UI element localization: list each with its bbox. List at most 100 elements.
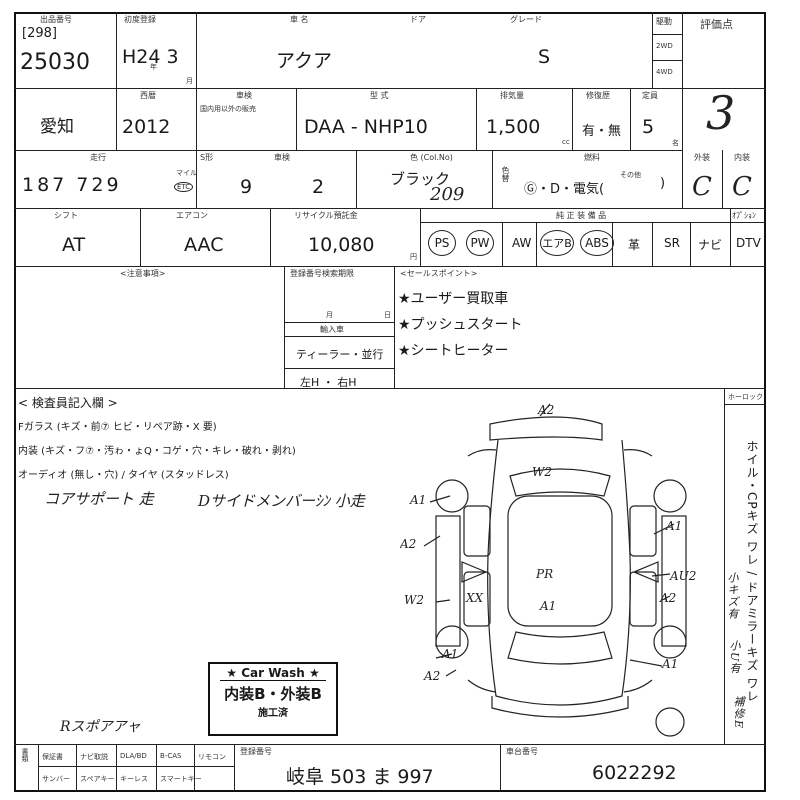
model: アクア	[276, 50, 333, 72]
div	[652, 34, 682, 35]
diagram-leader	[435, 653, 453, 659]
inspection-label: 車検	[236, 91, 252, 100]
int-label: 内装	[734, 153, 750, 162]
inspector-line-1: Fガラス (キズ・前⑦ ヒビ・リペア跡・X 要)	[18, 422, 217, 433]
region: 愛知	[40, 117, 74, 137]
frame-right	[764, 12, 766, 792]
car-wash-body: 内装B・外装B	[224, 685, 322, 703]
diagram-part	[461, 561, 488, 583]
side-note-sub-2: 小U有	[728, 640, 741, 675]
lot-number: 25030	[20, 50, 90, 75]
diagram-part	[632, 561, 659, 583]
diagram-part	[507, 495, 613, 627]
div	[234, 744, 235, 790]
footer-cell: DLA/BD	[120, 752, 147, 760]
mileage: 187 729	[22, 174, 122, 196]
div	[140, 208, 141, 266]
model-label: 車 名	[290, 15, 309, 24]
diagram-part	[491, 696, 629, 718]
ext-label: 外装	[694, 153, 710, 162]
footer-cell: サンバー	[42, 775, 70, 783]
row2-bottom	[14, 150, 682, 151]
diagram-part	[507, 631, 613, 665]
div	[284, 336, 394, 337]
diagram-mark: W2	[532, 465, 552, 479]
diagram-part	[435, 479, 469, 513]
frame-bottom	[14, 790, 766, 792]
first-reg-label: 初度登録	[124, 15, 156, 24]
history-label: 修復歴	[586, 91, 610, 100]
seats-unit: 名	[672, 139, 679, 147]
div	[270, 208, 271, 266]
diagram-part	[653, 479, 687, 513]
equip-pw: PW	[466, 230, 494, 256]
diagram-part	[509, 468, 611, 497]
div	[652, 12, 653, 88]
side-note-main: ホイル・CPキズ ワレ / ドアミラーキズ ワレ	[745, 440, 759, 703]
shift-label: シフト	[54, 211, 78, 220]
diagram-mark: A1	[661, 657, 678, 671]
div	[536, 222, 537, 266]
drive-2wd: 2WD	[656, 42, 673, 50]
chassis-label: 車台番号	[506, 747, 538, 756]
stamp-divider	[220, 680, 326, 681]
shaken-label: 車検	[274, 153, 290, 162]
score: 3	[706, 86, 736, 140]
div	[724, 388, 725, 744]
sales-point-1: ★ユーザー買取車	[398, 291, 509, 307]
recycle: 10,080	[308, 234, 375, 256]
diagram-part	[463, 505, 491, 557]
footer-cell: スペアキー	[80, 775, 115, 783]
equip-sr: SR	[664, 236, 680, 250]
footer-cell: スマートキー	[160, 775, 202, 783]
diagram-part	[435, 515, 461, 647]
equip-airbag: エアB	[540, 230, 574, 256]
import-value: ティーラー・並行	[296, 348, 384, 361]
drive-4wd: 4WD	[656, 68, 673, 76]
div	[76, 744, 77, 790]
row3-bottom	[14, 208, 766, 209]
drive-label: 駆動	[656, 17, 672, 26]
diagram-part	[655, 707, 685, 737]
footer-cell: ナビ取説	[80, 753, 108, 761]
fuel-label: 燃料	[584, 153, 600, 162]
div	[492, 150, 493, 208]
mileage-box: ETC	[174, 182, 194, 192]
diagram-leader	[423, 535, 441, 547]
cc-label: 排気量	[500, 91, 524, 100]
row1-bottom	[14, 88, 766, 89]
div	[722, 150, 723, 208]
notes-bottom	[14, 388, 766, 389]
diagram-leader	[653, 523, 675, 535]
equip-aw: AW	[512, 236, 532, 250]
diagram-leader	[539, 403, 551, 417]
equip-dtv: DTV	[736, 236, 761, 250]
score-label: 評価点	[700, 18, 733, 31]
equip-navi: ナビ	[698, 238, 723, 252]
type: DAA - NHP10	[304, 116, 428, 138]
div	[682, 150, 683, 208]
recycle-label: リサイクル預託金	[294, 211, 358, 220]
equip-ps: PS	[428, 230, 456, 256]
div	[420, 208, 421, 266]
caution-label: <注意事項>	[120, 269, 166, 278]
side-box-label: ホーロック	[728, 393, 763, 401]
side-note-sub-1: 小キズ有	[726, 572, 739, 620]
diagram-part	[661, 515, 687, 647]
cc: 1,500	[486, 116, 541, 138]
footer-cell: B-CAS	[160, 752, 182, 760]
color: ブラック	[390, 170, 451, 188]
diagram-mark: A2	[659, 591, 676, 605]
div	[612, 222, 613, 266]
footer-side-label: 書類	[21, 748, 29, 762]
div	[356, 150, 357, 208]
mileage-label: 走行	[90, 153, 106, 162]
type-label: 型 式	[370, 91, 389, 100]
div	[572, 88, 573, 150]
inspector-hand-1: コアサポート 走	[44, 490, 154, 508]
color-change-label: 色替	[501, 166, 510, 182]
diagram-part	[629, 571, 657, 627]
year-label: 西暦	[140, 91, 156, 100]
inspector-hand-3: Rスポアアャ	[60, 719, 141, 735]
history: 有・無	[582, 124, 622, 139]
